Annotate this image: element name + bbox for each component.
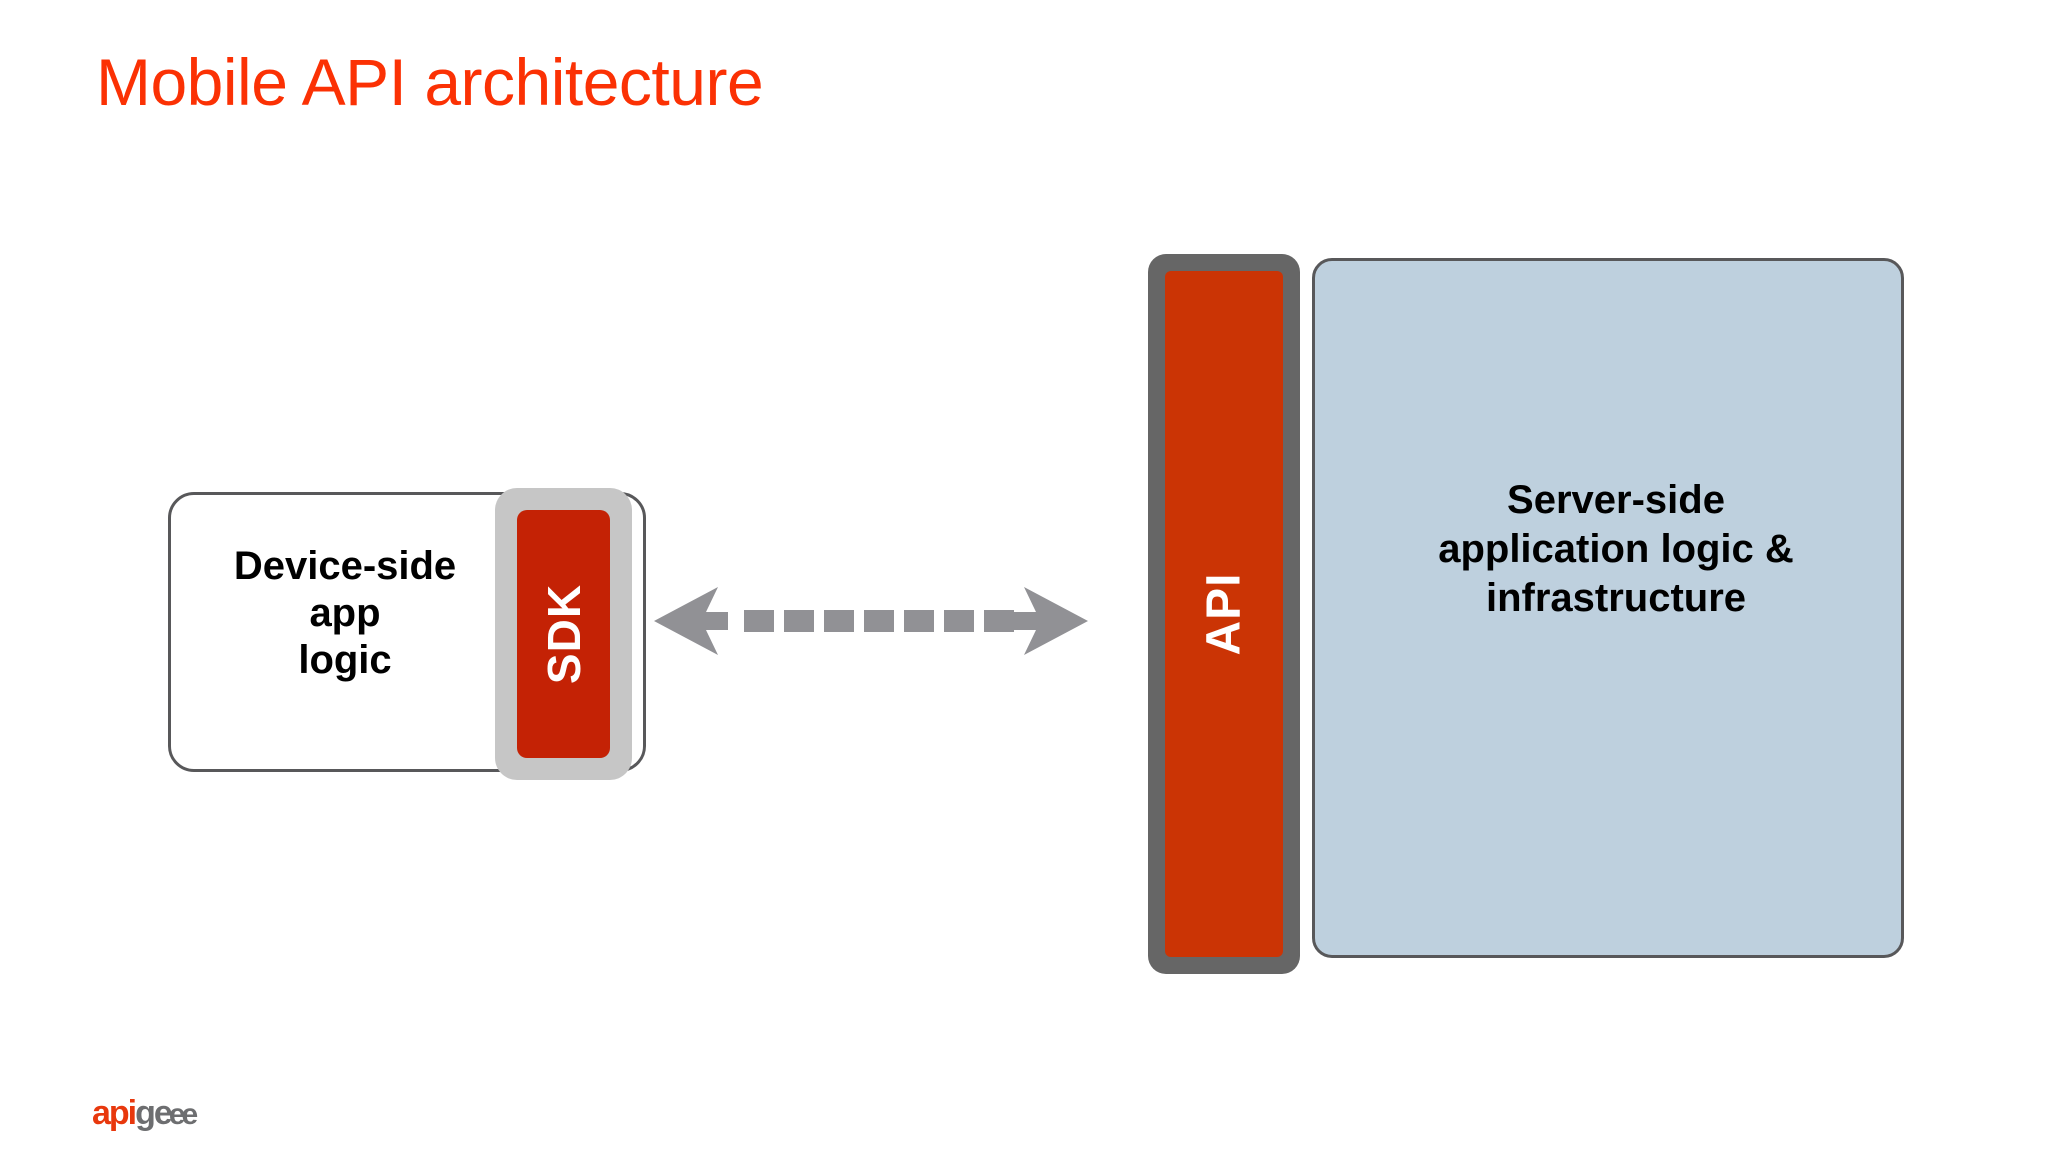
exchange-arrow xyxy=(650,583,1092,659)
sdk-block-inner: SDK xyxy=(517,510,610,758)
server-side-box[interactable] xyxy=(1312,258,1904,958)
sdk-block[interactable]: SDK xyxy=(495,488,632,780)
arrow-dash xyxy=(744,610,774,632)
arrow-dash xyxy=(984,610,1014,632)
sdk-label: SDK xyxy=(537,583,590,685)
api-block[interactable]: API xyxy=(1148,254,1300,974)
device-side-line-3: logic xyxy=(298,638,392,683)
server-side-line-2: application logic & xyxy=(1438,526,1794,571)
api-block-inner: API xyxy=(1165,271,1283,957)
apigee-logo-mark-icon: ee xyxy=(168,1098,198,1131)
apigee-logo-api-text: api xyxy=(92,1094,137,1132)
server-side-label: Server-side application logic & infrastr… xyxy=(1336,476,1896,622)
server-side-line-1: Server-side xyxy=(1507,478,1725,522)
arrow-dash xyxy=(784,610,814,632)
device-side-line-1: Device-side xyxy=(233,544,457,588)
server-side-group: Server-side application logic & infrastr… xyxy=(1148,254,1904,976)
device-side-label: Device-side app logic xyxy=(185,543,505,685)
page-title: Mobile API architecture xyxy=(96,45,764,119)
device-side-line-2: app xyxy=(309,591,381,636)
device-side-group: Device-side app logic SDK xyxy=(168,488,668,788)
api-label: API xyxy=(1197,572,1251,656)
server-side-line-3: infrastructure xyxy=(1485,575,1747,620)
arrow-head-left xyxy=(654,587,728,655)
arrow-head-right xyxy=(1014,587,1088,655)
apigee-logo-ge-text: ge xyxy=(135,1094,173,1132)
arrow-dash xyxy=(864,610,894,632)
arrow-dash xyxy=(944,610,974,632)
arrow-dash xyxy=(904,610,934,632)
arrow-dash xyxy=(824,610,854,632)
